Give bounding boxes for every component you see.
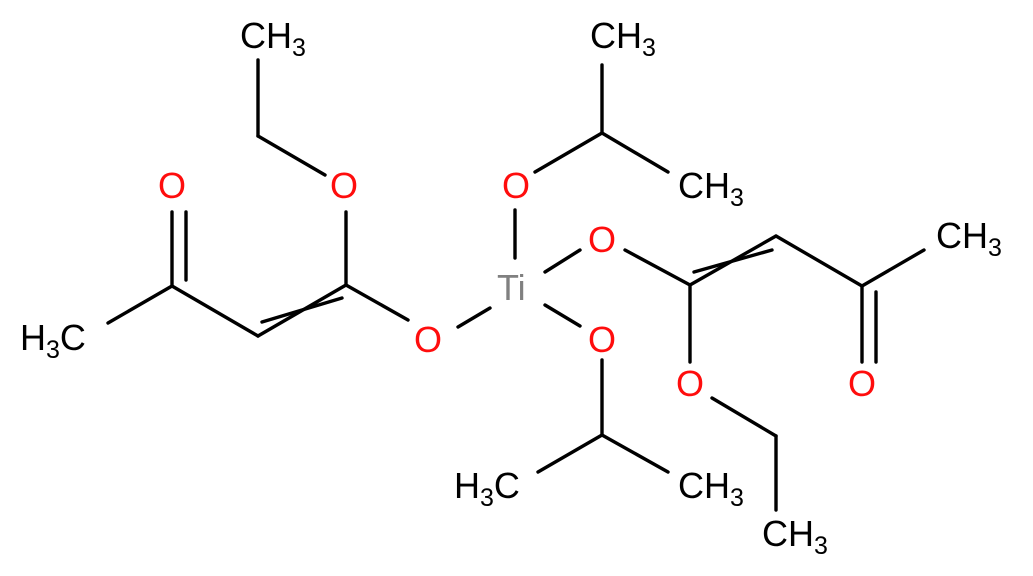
methyl-keto-right: CH3 — [936, 215, 1002, 262]
oxygen-ethoxy-left: O — [330, 165, 358, 206]
methyl-isopropoxy-bottom-2: CH3 — [678, 465, 744, 512]
ligand-right — [623, 234, 926, 512]
methyl-keto-left: H3C — [20, 317, 86, 364]
bond-c1-c2-double — [692, 248, 774, 274]
methyl-ethoxy-right: CH3 — [762, 513, 828, 560]
bond-o-c1 — [623, 248, 692, 287]
methyl-isopropoxy-top-1: CH3 — [590, 15, 656, 62]
bond-oet-ch2 — [710, 396, 778, 438]
isopropoxy-top — [533, 63, 670, 174]
methyl-isopropoxy-top-2: CH3 — [678, 165, 744, 212]
bond-ti-o-left — [456, 306, 492, 329]
oxygen-keto-right: O — [848, 363, 876, 404]
methyl-ethoxy-left: CH3 — [240, 15, 306, 62]
bond-c3-ch3 — [860, 248, 926, 288]
bond-o-c1 — [344, 283, 410, 322]
bond-c2-c3 — [774, 234, 864, 288]
isopropoxy-bottom — [536, 358, 670, 474]
bond-ch-ch3-left — [536, 433, 604, 474]
oxygen-ethoxy-right: O — [676, 363, 704, 404]
oxygen-isopropoxy-bottom: O — [588, 319, 616, 360]
bond-c2-c3 — [170, 284, 260, 338]
bond-oet-ch2 — [256, 134, 327, 177]
bond-o-ch — [533, 131, 604, 174]
ligand-left — [106, 58, 410, 338]
bond-ch-ch3-right — [600, 131, 670, 174]
bond-ch-ch3-right — [600, 433, 670, 474]
atom-labels: Ti O O O O O O O O CH3 CH3 CH3 CH3 CH3 C… — [20, 15, 1002, 560]
bond-c1-c2-double — [260, 296, 344, 324]
bond-ti-o-lower — [543, 303, 582, 328]
bond-ti-o-right — [543, 248, 582, 274]
oxygen-keto-left: O — [158, 165, 186, 206]
ti-o-bonds — [456, 208, 582, 329]
bond-c3-ch3 — [106, 284, 174, 325]
titanium-atom: Ti — [497, 267, 526, 308]
oxygen-isopropoxy-top: O — [502, 165, 530, 206]
oxygen-ligand-left: O — [414, 319, 442, 360]
oxygen-ligand-right: O — [588, 219, 616, 260]
methyl-isopropoxy-bottom-1: H3C — [454, 465, 520, 512]
